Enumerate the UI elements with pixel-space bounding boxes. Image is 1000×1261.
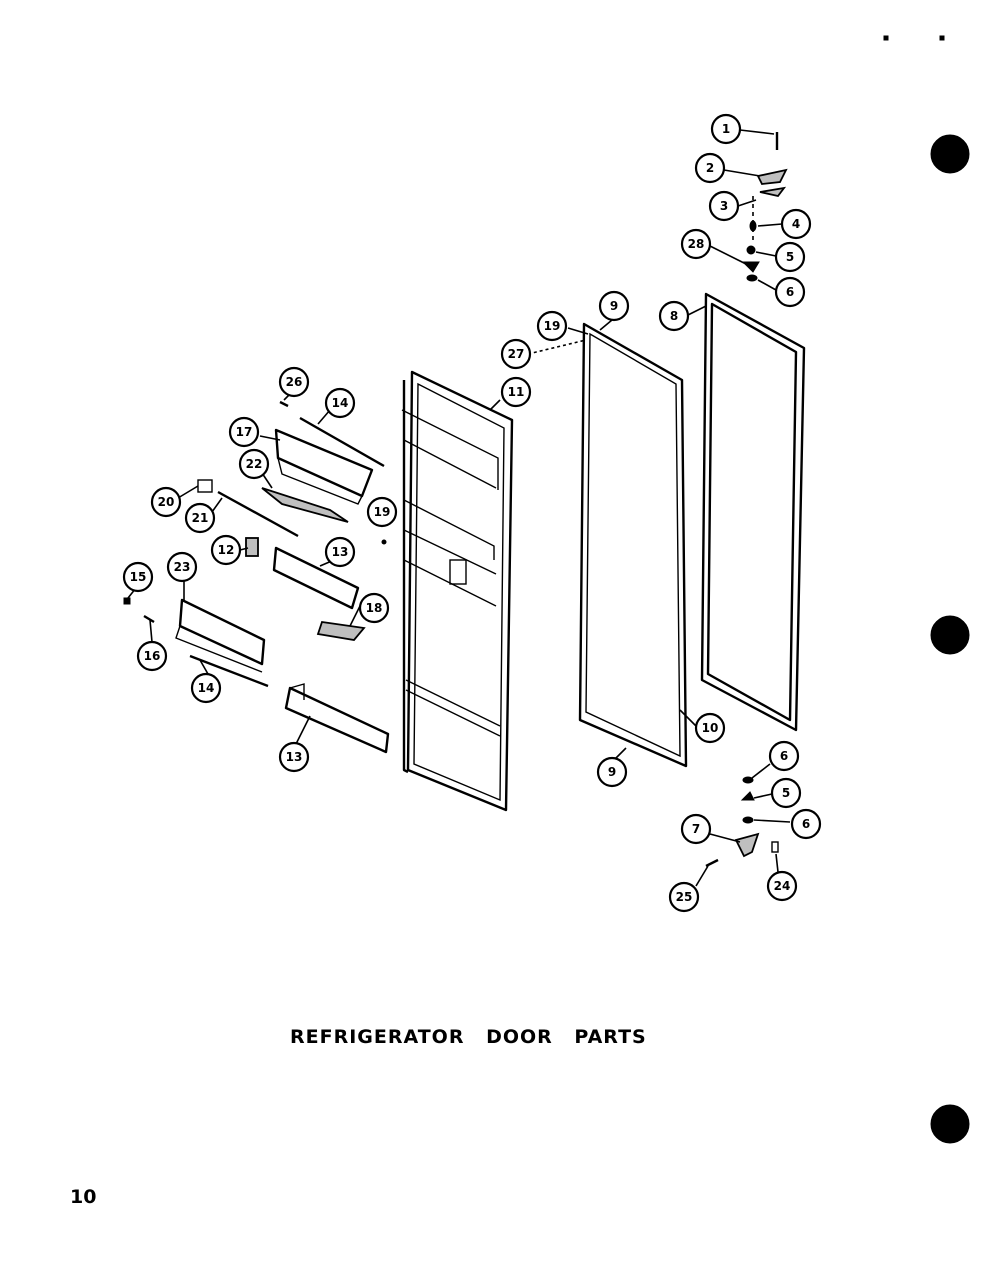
corner-mark bbox=[939, 35, 945, 41]
binder-hole-middle bbox=[930, 615, 970, 655]
upper-hinge-assembly bbox=[741, 132, 788, 282]
callout-15-label: 15 bbox=[130, 570, 147, 584]
binder-hole-bottom bbox=[930, 1104, 970, 1144]
door-panel bbox=[578, 322, 688, 768]
callout-14: 14 bbox=[324, 387, 356, 419]
corner-mark bbox=[883, 35, 889, 41]
door-shelves bbox=[123, 400, 390, 754]
callout-10: 10 bbox=[694, 712, 726, 744]
callout-23: 23 bbox=[166, 551, 198, 583]
callout-21-label: 21 bbox=[192, 511, 209, 525]
callout-9: 9 bbox=[596, 756, 628, 788]
callout-34: 14 bbox=[190, 672, 222, 704]
callout-11: 11 bbox=[500, 376, 532, 408]
callout-27-label: 27 bbox=[508, 347, 525, 361]
callout-20-label: 20 bbox=[158, 495, 175, 509]
callout-23-label: 23 bbox=[174, 560, 191, 574]
callout-34-label: 14 bbox=[198, 681, 215, 695]
callout-20: 20 bbox=[150, 486, 182, 518]
callout-3-label: 3 bbox=[720, 199, 728, 213]
callout-26-label: 26 bbox=[286, 375, 303, 389]
callout-13: 13 bbox=[324, 536, 356, 568]
callout-1: 1 bbox=[710, 113, 742, 145]
callout-2: 2 bbox=[694, 152, 726, 184]
callout-17-label: 17 bbox=[236, 425, 253, 439]
callout-27: 27 bbox=[500, 338, 532, 370]
callout-6: 6 bbox=[774, 276, 806, 308]
callout-7-label: 7 bbox=[692, 822, 700, 836]
callout-24-label: 24 bbox=[774, 879, 791, 893]
callout-1-label: 1 bbox=[722, 122, 730, 136]
callout-22: 22 bbox=[238, 448, 270, 480]
callout-4-label: 4 bbox=[792, 217, 800, 231]
callout-10-label: 10 bbox=[702, 721, 719, 735]
callout-6: 6 bbox=[768, 740, 800, 772]
callout-5: 5 bbox=[774, 241, 806, 273]
callout-13-label: 13 bbox=[332, 545, 349, 559]
callout-22-label: 22 bbox=[246, 457, 263, 471]
callout-6: 6 bbox=[790, 808, 822, 840]
callout-12-label: 12 bbox=[218, 543, 235, 557]
callout-16: 16 bbox=[136, 640, 168, 672]
callout-17: 17 bbox=[228, 416, 260, 448]
callout-13: 13 bbox=[278, 741, 310, 773]
binder-hole-top bbox=[930, 134, 970, 174]
callout-8: 8 bbox=[658, 300, 690, 332]
callout-26: 26 bbox=[278, 366, 310, 398]
callout-2-label: 2 bbox=[706, 161, 714, 175]
door-liner bbox=[401, 370, 514, 812]
callout-13-label: 13 bbox=[286, 750, 303, 764]
callout-18: 18 bbox=[358, 592, 390, 624]
callout-12: 12 bbox=[210, 534, 242, 566]
callout-19-label: 19 bbox=[544, 319, 561, 333]
callout-28: 28 bbox=[680, 228, 712, 260]
callout-21: 21 bbox=[184, 502, 216, 534]
callout-28-label: 28 bbox=[688, 237, 705, 251]
callout-19: 19 bbox=[536, 310, 568, 342]
callout-9: 9 bbox=[598, 290, 630, 322]
callout-8-label: 8 bbox=[670, 309, 678, 323]
page-number: 10 bbox=[70, 1186, 97, 1208]
callout-6-label: 6 bbox=[802, 817, 810, 831]
callout-24: 24 bbox=[766, 870, 798, 902]
callout-4: 4 bbox=[780, 208, 812, 240]
callout-5: 5 bbox=[770, 777, 802, 809]
lower-hinge-assembly bbox=[705, 776, 779, 868]
callout-9-label: 9 bbox=[608, 765, 616, 779]
door-gasket bbox=[700, 292, 806, 732]
callout-5-label: 5 bbox=[782, 786, 790, 800]
callout-6-label: 6 bbox=[786, 285, 794, 299]
callout-16-label: 16 bbox=[144, 649, 161, 663]
callout-11-label: 11 bbox=[508, 385, 525, 399]
callout-15: 15 bbox=[122, 561, 154, 593]
callout-6-label: 6 bbox=[780, 749, 788, 763]
callout-5-label: 5 bbox=[786, 250, 794, 264]
callout-3: 3 bbox=[708, 190, 740, 222]
callout-19: 19 bbox=[366, 496, 398, 528]
diagram-title: REFRIGERATOR DOOR PARTS bbox=[290, 1026, 647, 1048]
callout-14-label: 14 bbox=[332, 396, 349, 410]
callout-25: 25 bbox=[668, 881, 700, 913]
callout-19-label: 19 bbox=[374, 505, 391, 519]
callout-18-label: 18 bbox=[366, 601, 383, 615]
callout-9-label: 9 bbox=[610, 299, 618, 313]
callout-7: 7 bbox=[680, 813, 712, 845]
callout-25-label: 25 bbox=[676, 890, 693, 904]
